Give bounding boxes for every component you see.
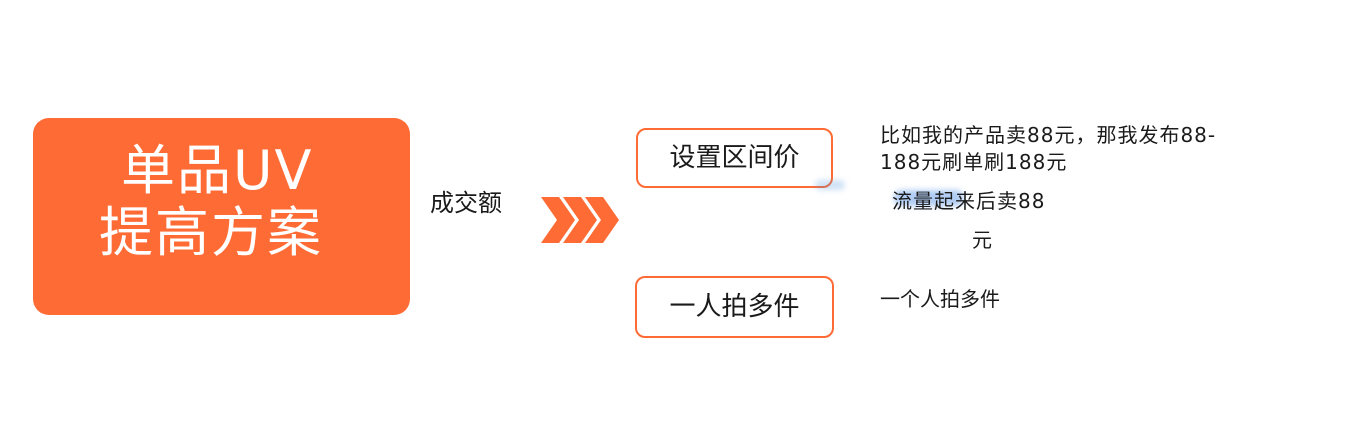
option-box-multi-purchase: 一人拍多件 bbox=[635, 276, 834, 338]
option-1-description-line-1: 比如我的产品卖88元，那我发布88- bbox=[880, 123, 1217, 147]
triple-chevron-right-icon bbox=[541, 197, 619, 243]
option-1-description-line-3: 流量起来后卖88 bbox=[892, 189, 1046, 213]
title-box: 单品UV 提高方案 bbox=[33, 118, 410, 315]
middle-label: 成交额 bbox=[430, 189, 502, 217]
blur-artifact bbox=[815, 180, 845, 190]
title-line-1: 单品UV bbox=[121, 139, 314, 202]
blur-artifact bbox=[894, 190, 964, 206]
option-2-description: 一个人拍多件 bbox=[880, 287, 1000, 311]
option-1-description-line-4: 元 bbox=[972, 228, 992, 252]
option-box-price-range: 设置区间价 bbox=[636, 128, 833, 188]
option-1-description-line-2: 188元刷单刷188元 bbox=[880, 150, 1068, 174]
title-line-2: 提高方案 bbox=[99, 201, 323, 264]
